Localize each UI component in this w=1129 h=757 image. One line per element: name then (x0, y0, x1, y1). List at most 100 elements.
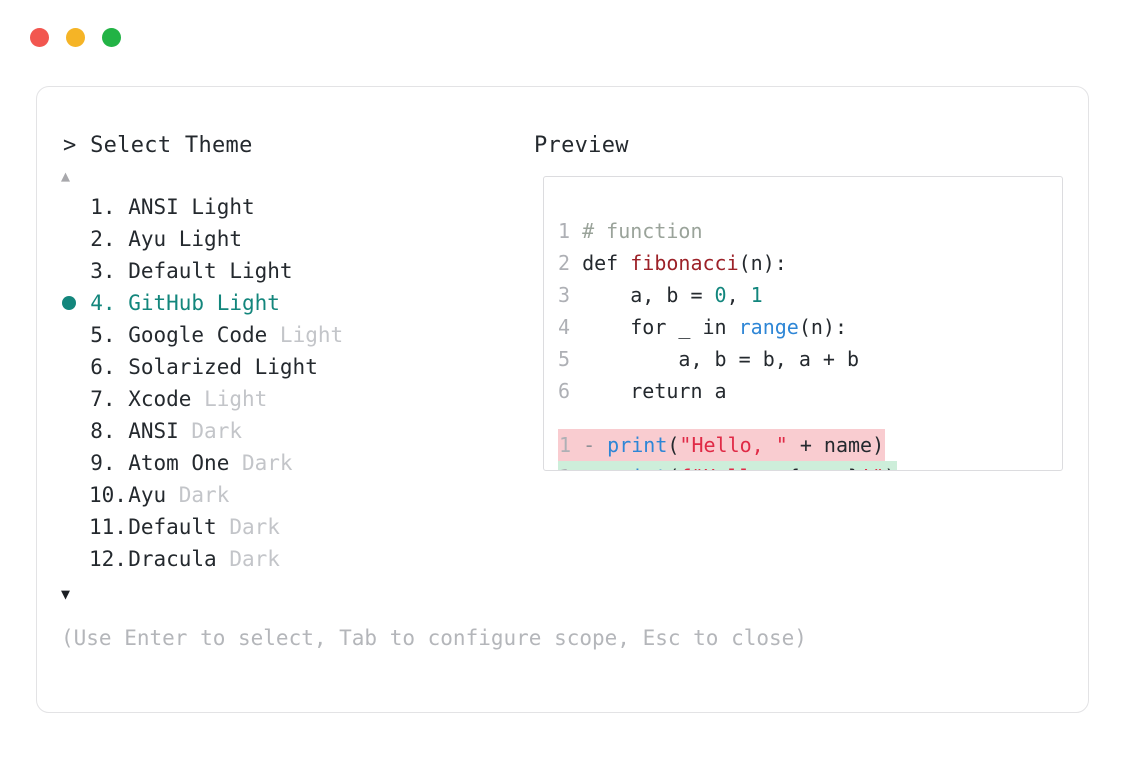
theme-item-index: 10. (89, 483, 127, 507)
theme-list-item[interactable]: 6. Solarized Light (37, 351, 507, 383)
selection-bullet-icon (62, 351, 82, 383)
code-token: ) (884, 465, 896, 470)
code-token: f"Hello, (679, 465, 787, 470)
scroll-down-icon[interactable]: ▼ (61, 585, 71, 603)
line-number: 1 (559, 461, 571, 470)
theme-list-item[interactable]: 3. Default Light (37, 255, 507, 287)
selection-bullet-icon (62, 479, 82, 511)
code-token: (n): (798, 315, 848, 339)
scroll-up-icon[interactable]: ▲ (61, 167, 71, 185)
theme-item-label: 6. Solarized Light (89, 351, 318, 383)
code-token: def (582, 251, 631, 275)
theme-item-variant: Light (254, 355, 318, 379)
theme-item-name: Atom One (115, 451, 242, 475)
minimize-window-button[interactable] (66, 28, 85, 47)
theme-item-label: 8. ANSI Dark (89, 415, 242, 447)
gutter-space (570, 347, 582, 371)
theme-item-index: 1. (90, 195, 116, 219)
theme-item-variant: Light (204, 387, 268, 411)
theme-item-variant: Light (229, 259, 293, 283)
code-token: range (738, 315, 799, 339)
theme-item-variant: Light (178, 227, 242, 251)
theme-item-name: ANSI (115, 195, 192, 219)
theme-item-name: ANSI (115, 419, 192, 443)
selection-bullet-icon (62, 287, 82, 319)
gutter-space (570, 219, 582, 243)
theme-item-index: 3. (90, 259, 116, 283)
selection-bullet-icon (62, 447, 82, 479)
gutter-space (570, 379, 582, 403)
code-token: print (607, 433, 668, 457)
theme-item-index: 2. (90, 227, 116, 251)
code-line: 2 def fibonacci(n): (558, 247, 1062, 279)
code-token: + name) (787, 433, 885, 457)
line-number: 5 (558, 347, 571, 371)
theme-item-index: 4. (90, 291, 116, 315)
diff-marker: - (571, 433, 608, 457)
diff-highlight: 1 + print(f"Hello, {name}!") (558, 461, 898, 470)
theme-item-label: 12. Dracula Dark (89, 543, 280, 575)
theme-item-variant: Light (191, 195, 255, 219)
code-token: , (726, 283, 751, 307)
code-token: print (607, 465, 667, 470)
line-number: 3 (558, 283, 571, 307)
theme-list-item[interactable]: 7. Xcode Light (37, 383, 507, 415)
selection-bullet-icon (62, 511, 82, 543)
theme-item-label: 11. Default Dark (89, 511, 280, 543)
line-number: 6 (558, 379, 571, 403)
theme-list-item[interactable]: 9. Atom One Dark (37, 447, 507, 479)
diff-line-del: 1 - print("Hello, " + name) (558, 429, 1062, 461)
code-token: a, b = (582, 283, 715, 307)
theme-list-item[interactable]: 10. Ayu Dark (37, 479, 507, 511)
theme-item-name: Solarized (115, 355, 255, 379)
selected-bullet (62, 296, 76, 310)
theme-item-label: 7. Xcode Light (89, 383, 267, 415)
code-line: 3 a, b = 0, 1 (558, 279, 1062, 311)
code-token: ( (667, 465, 679, 470)
theme-list-item[interactable]: 1. ANSI Light (37, 191, 507, 223)
code-token: return a (582, 379, 727, 403)
window-traffic-lights (30, 28, 121, 47)
selection-bullet-icon (62, 543, 82, 575)
theme-item-index: 5. (90, 323, 116, 347)
theme-item-name: Default (115, 515, 230, 539)
selection-bullet-icon (62, 415, 82, 447)
theme-item-label: 4. GitHub Light (89, 287, 280, 319)
close-window-button[interactable] (30, 28, 49, 47)
theme-list-item[interactable]: 4. GitHub Light (37, 287, 507, 319)
theme-item-variant: Dark (229, 515, 280, 539)
theme-list-item[interactable]: 8. ANSI Dark (37, 415, 507, 447)
code-line: 6 return a (558, 375, 1062, 407)
code-token: # function (582, 219, 703, 243)
theme-list-item[interactable]: 5. Google Code Light (37, 319, 507, 351)
selection-bullet-icon (62, 383, 82, 415)
theme-item-index: 9. (90, 451, 116, 475)
theme-item-name: Xcode (115, 387, 205, 411)
theme-item-name: Ayu (115, 483, 179, 507)
diff-highlight: 1 - print("Hello, " + name) (558, 429, 886, 461)
theme-item-name: Dracula (115, 547, 230, 571)
theme-item-index: 6. (90, 355, 116, 379)
theme-item-label: 9. Atom One Dark (89, 447, 293, 479)
theme-item-name: Default (115, 259, 230, 283)
theme-list-item[interactable]: 12. Dracula Dark (37, 543, 507, 575)
theme-item-label: 2. Ayu Light (89, 223, 242, 255)
theme-item-variant: Dark (241, 451, 293, 475)
preview-title: Preview (534, 133, 629, 158)
code-line: 1 # function (558, 215, 1062, 247)
theme-list-item[interactable]: 2. Ayu Light (37, 223, 507, 255)
code-line: 4 for _ in range(n): (558, 311, 1062, 343)
code-line: 5 a, b = b, a + b (558, 343, 1062, 375)
diff-line-add: 1 + print(f"Hello, {name}!") (558, 461, 1062, 470)
code-token: ( (667, 433, 680, 457)
theme-item-variant: Dark (178, 483, 230, 507)
theme-item-name: Ayu (115, 227, 179, 251)
code-token: a, b = b, a + b (582, 347, 860, 371)
code-token: (n): (738, 251, 787, 275)
theme-list-item[interactable]: 11. Default Dark (37, 511, 507, 543)
maximize-window-button[interactable] (102, 28, 121, 47)
diff-marker: + (571, 465, 607, 470)
gutter-space (570, 251, 582, 275)
theme-item-variant: Dark (229, 547, 280, 571)
